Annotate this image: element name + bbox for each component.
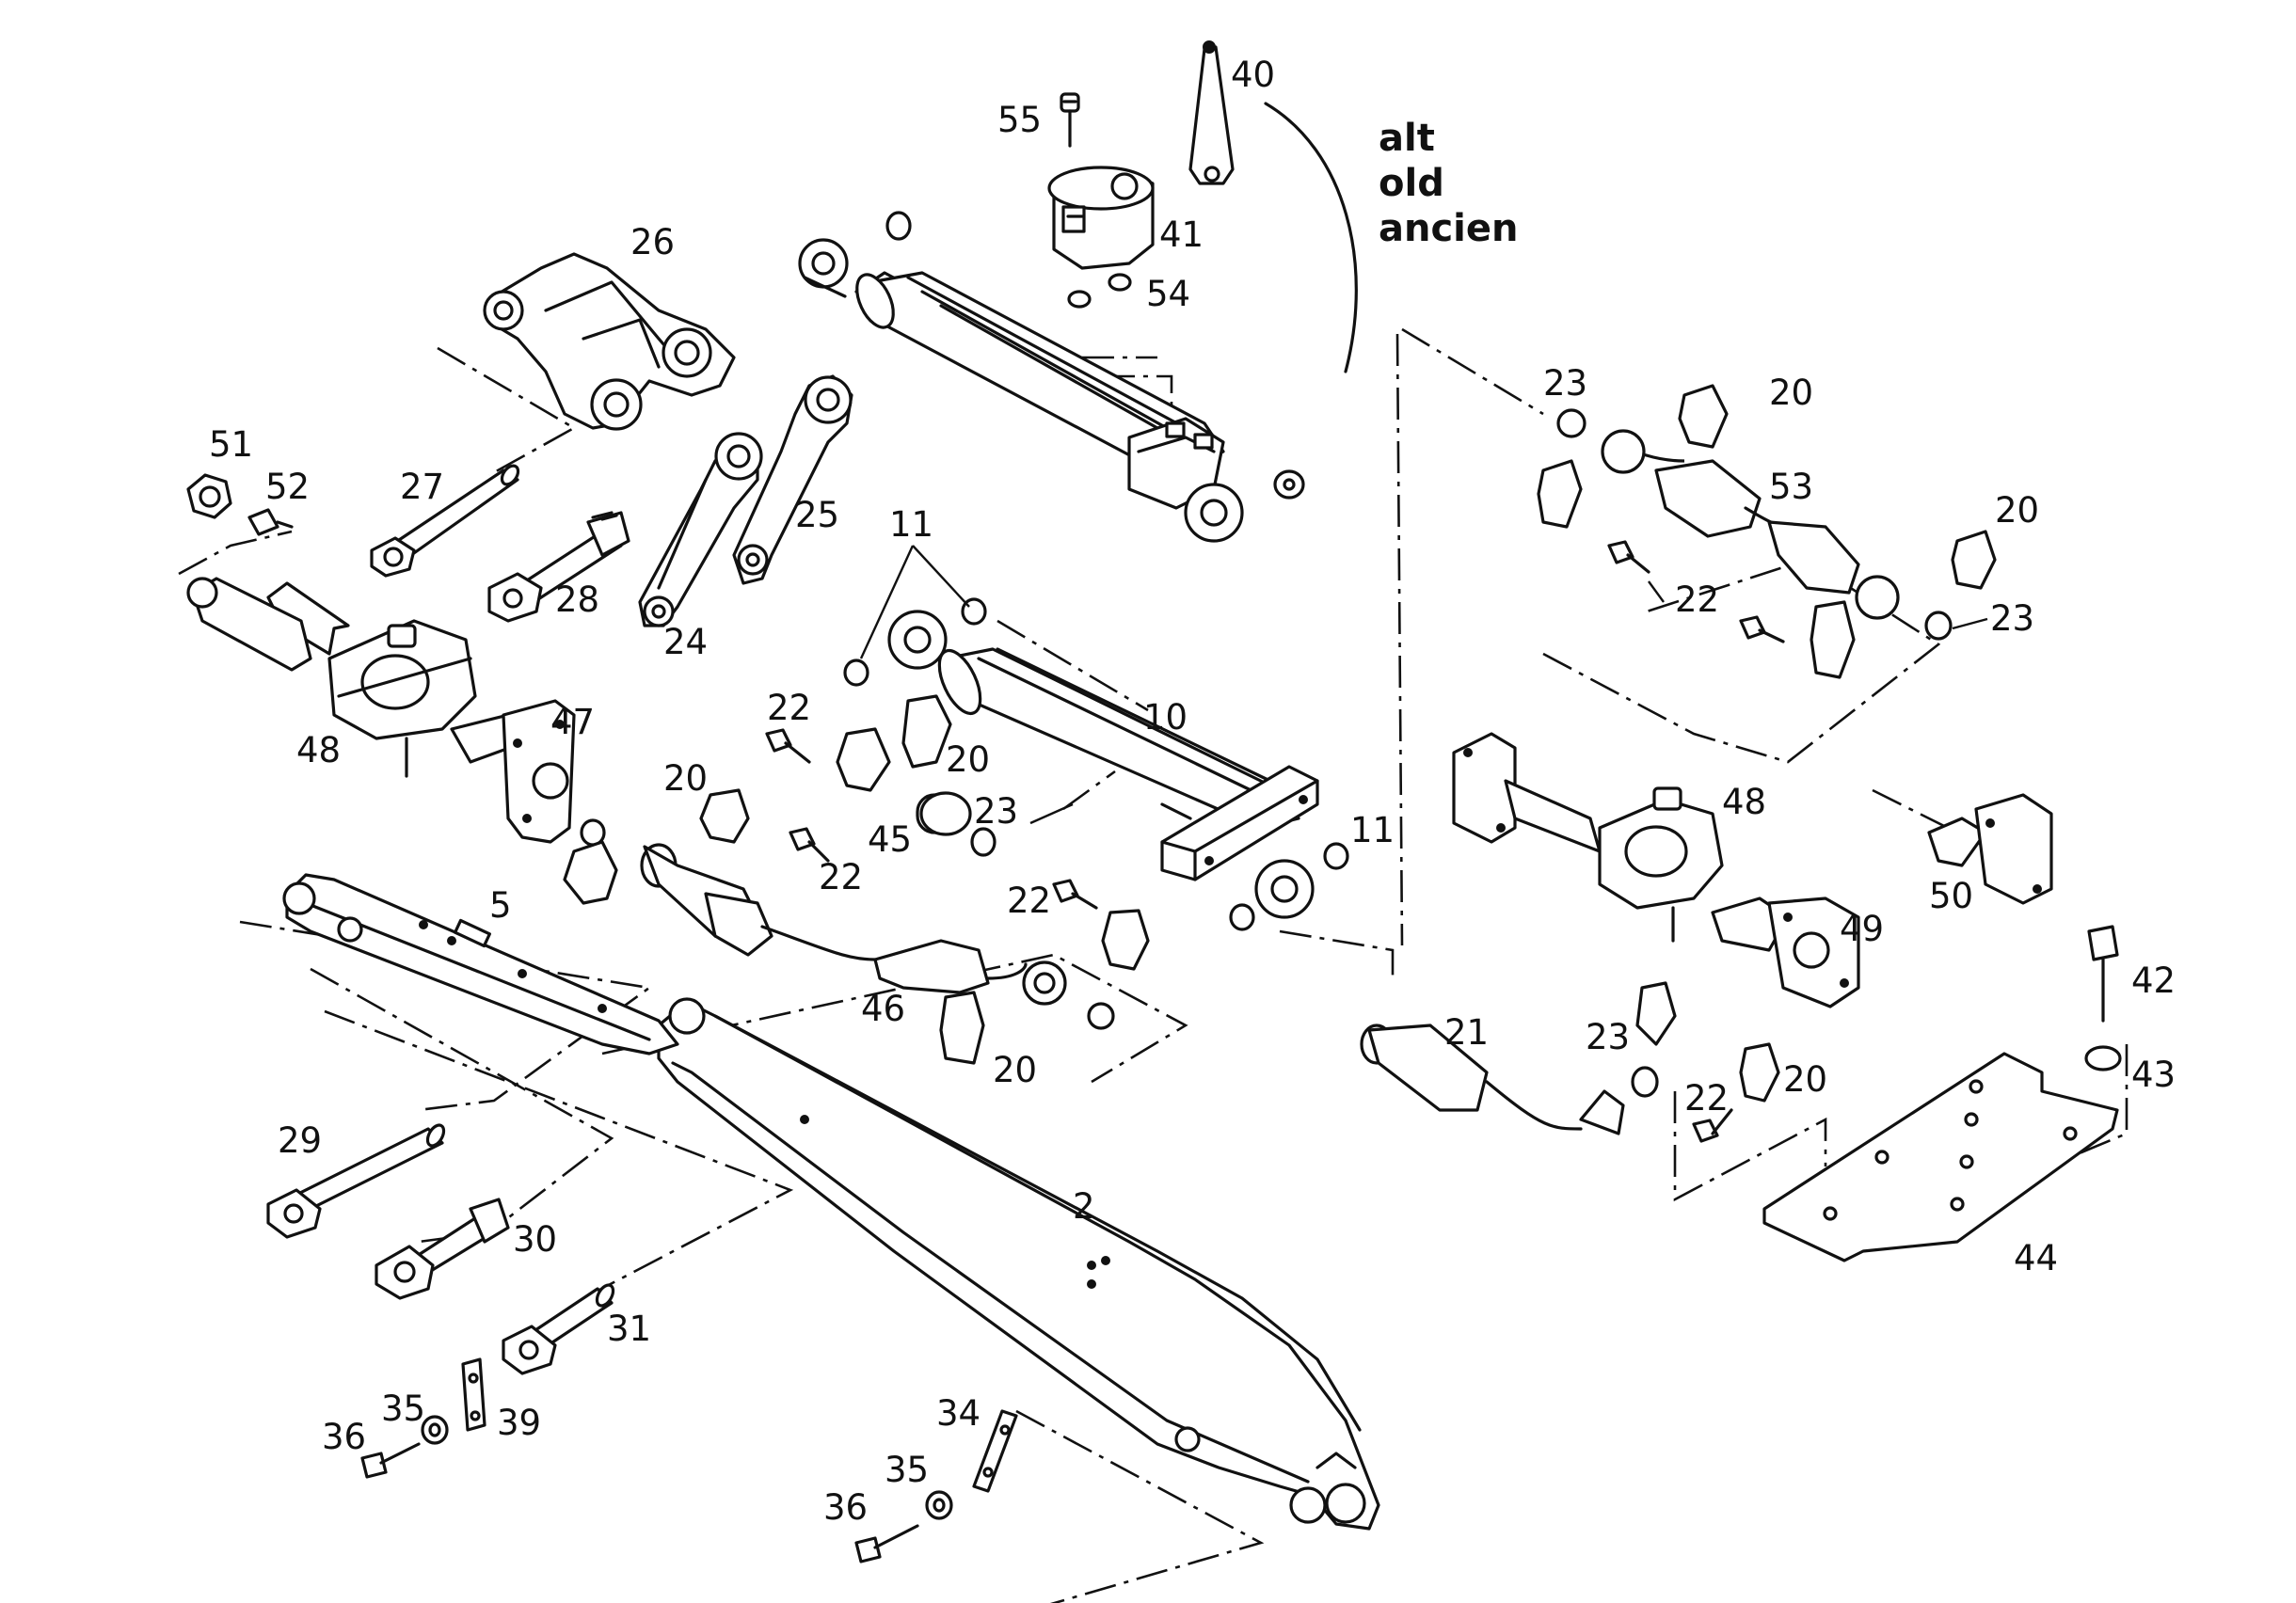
callout-20-f: 20: [1783, 1059, 1827, 1100]
callout-45: 45: [868, 819, 912, 860]
callout-23-a: 23: [974, 791, 1018, 832]
washer-43: [2084, 1045, 2122, 1071]
cap-45: [919, 791, 997, 857]
callout-22-a: 22: [767, 688, 811, 728]
callout-30: 30: [513, 1219, 557, 1260]
flange-47: [450, 699, 606, 847]
callout-22-b: 22: [819, 857, 863, 897]
clamp-block-left: [186, 577, 477, 778]
callout-35-left: 35: [381, 1389, 425, 1429]
lever-40: [1188, 40, 1235, 185]
callout-20-e: 20: [1995, 490, 2039, 531]
callout-53: 53: [1769, 467, 1813, 507]
callout-11-right: 11: [1350, 810, 1395, 850]
callout-29: 29: [278, 1120, 322, 1161]
cylinder-10: [843, 597, 1349, 931]
callout-labels: 2 5 10 11 11 20 20 20 20 20 20 21 22 22 …: [209, 55, 2176, 1528]
clamp-block-right: [1452, 732, 1860, 1008]
pin-28: [487, 511, 630, 623]
callout-54: 54: [1146, 274, 1190, 314]
callout-41: 41: [1159, 214, 1204, 255]
callout-49: 49: [1840, 909, 1884, 949]
callout-48-right: 48: [1722, 782, 1766, 822]
callout-43: 43: [2131, 1055, 2176, 1095]
callout-50: 50: [1929, 876, 1973, 916]
callout-47: 47: [550, 702, 595, 742]
callout-11-top: 11: [889, 504, 933, 545]
link-24: [638, 432, 763, 627]
callout-26: 26: [630, 222, 675, 262]
callout-23-c: 23: [1990, 598, 2034, 639]
callout-44: 44: [2014, 1238, 2058, 1278]
callout-25: 25: [795, 495, 839, 535]
callout-2: 2: [1073, 1186, 1095, 1227]
callout-21: 21: [1444, 1012, 1489, 1053]
plate-34: [972, 1409, 1018, 1493]
note-alt: alt: [1379, 117, 1435, 160]
callout-20-c: 20: [993, 1050, 1037, 1090]
note-ancien: ancien: [1379, 207, 1519, 250]
callout-27: 27: [400, 467, 444, 507]
bolt-42: [2087, 925, 2119, 1023]
hose-46: [640, 843, 1115, 1030]
old-version-bracket: [1264, 102, 1358, 373]
pin-29: [266, 1123, 446, 1239]
callout-10: 10: [1143, 697, 1188, 738]
callout-40: 40: [1231, 55, 1275, 95]
bellcrank-link: [483, 252, 736, 431]
oring-54: [1067, 273, 1132, 309]
washers-35: [421, 1415, 953, 1520]
bolt-55: [1060, 92, 1080, 148]
leader-lines: [859, 545, 1988, 825]
callout-23-d: 23: [1586, 1017, 1630, 1057]
bolts-36: [360, 1442, 919, 1563]
callout-22-c: 22: [1007, 881, 1051, 921]
pin-31: [502, 1283, 615, 1375]
assembly-lines: [178, 327, 2129, 1603]
callout-36-left: 36: [322, 1417, 366, 1457]
callout-24: 24: [663, 622, 708, 662]
callout-23-b: 23: [1543, 363, 1587, 404]
callout-22-d: 22: [1675, 579, 1719, 620]
note-old: old: [1379, 162, 1444, 205]
callout-39: 39: [497, 1403, 541, 1443]
callout-52: 52: [265, 467, 310, 507]
callout-51: 51: [209, 424, 253, 465]
screws: [765, 540, 1785, 1143]
callout-42: 42: [2131, 960, 2176, 1001]
old-version-note: alt old ancien: [1379, 117, 1519, 250]
lift-arm: [657, 1000, 1380, 1531]
elbow-flange-50: [1927, 793, 2053, 905]
callout-35-right: 35: [885, 1450, 929, 1490]
pin-27: [370, 464, 520, 578]
callout-5: 5: [489, 885, 512, 926]
link-25: [732, 374, 853, 585]
callout-46: 46: [861, 989, 905, 1029]
callout-48-left: 48: [296, 730, 341, 770]
hose-21: [1360, 981, 1780, 1135]
callout-20-d: 20: [1769, 373, 1813, 413]
pin-30: [375, 1198, 510, 1300]
callout-55: 55: [997, 100, 1042, 140]
cylinder-upper: [798, 211, 1305, 543]
callout-31: 31: [607, 1309, 651, 1349]
plate-44: [1762, 1052, 2119, 1262]
plate-39: [461, 1357, 486, 1432]
nut-51: [186, 473, 232, 519]
callout-28: 28: [555, 579, 599, 620]
callout-22-e: 22: [1684, 1078, 1729, 1119]
callout-20-b: 20: [663, 758, 708, 799]
hose-53: [1537, 384, 1997, 679]
link-bar: [282, 873, 706, 1055]
callout-34: 34: [936, 1393, 981, 1434]
callout-20-a: 20: [946, 739, 990, 780]
valve-block: [1047, 166, 1155, 270]
callout-36-right: 36: [823, 1487, 868, 1528]
fitting-52: [247, 508, 294, 536]
